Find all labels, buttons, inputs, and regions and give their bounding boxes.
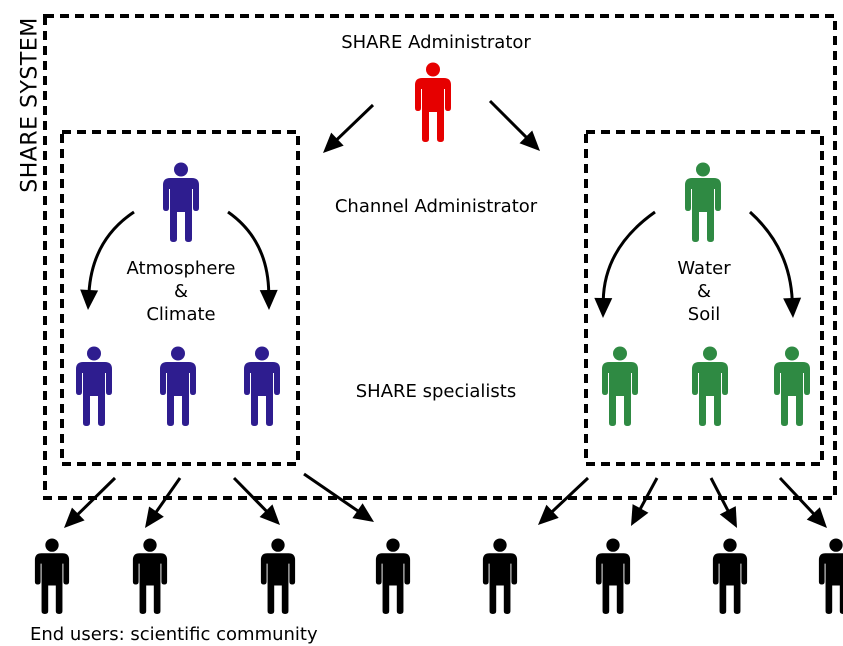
- specialist-right-1-person-icon: [602, 346, 638, 426]
- specialist-left-2-person-icon: [160, 346, 196, 426]
- channel-right-line-2: &: [696, 281, 712, 302]
- end-user-7-person-icon: [712, 538, 748, 614]
- channel-admin-right-person-icon: [685, 162, 721, 242]
- channel-right-line-3: Soil: [687, 304, 721, 325]
- specialist-right-2-person-icon: [692, 346, 728, 426]
- end-user-1-person-icon: [34, 538, 70, 614]
- channel-left-line-2: &: [173, 281, 189, 302]
- admin-person-icon: [415, 62, 451, 142]
- specialist-left-3-person-icon: [244, 346, 280, 426]
- specialist-right-3-person-icon: [774, 346, 810, 426]
- channel-left-line-3: Climate: [146, 304, 216, 325]
- admin-label: SHARE Administrator: [341, 32, 531, 53]
- channel-left-line-1: Atmosphere: [126, 258, 236, 279]
- channel-right-line-1: Water: [677, 258, 731, 279]
- end-user-3-person-icon: [260, 538, 296, 614]
- end-user-4-person-icon: [375, 538, 411, 614]
- channel-admin-label: Channel Administrator: [334, 196, 538, 217]
- system-boundary: [43, 14, 837, 500]
- end-users-label: End users: scientific community: [30, 624, 318, 645]
- end-user-2-person-icon: [132, 538, 168, 614]
- end-user-5-person-icon: [482, 538, 518, 614]
- channel-admin-left-person-icon: [163, 162, 199, 242]
- specialist-left-1-person-icon: [76, 346, 112, 426]
- specialists-label: SHARE specialists: [355, 381, 517, 402]
- end-user-6-person-icon: [595, 538, 631, 614]
- end-user-8-person-icon: [818, 538, 843, 614]
